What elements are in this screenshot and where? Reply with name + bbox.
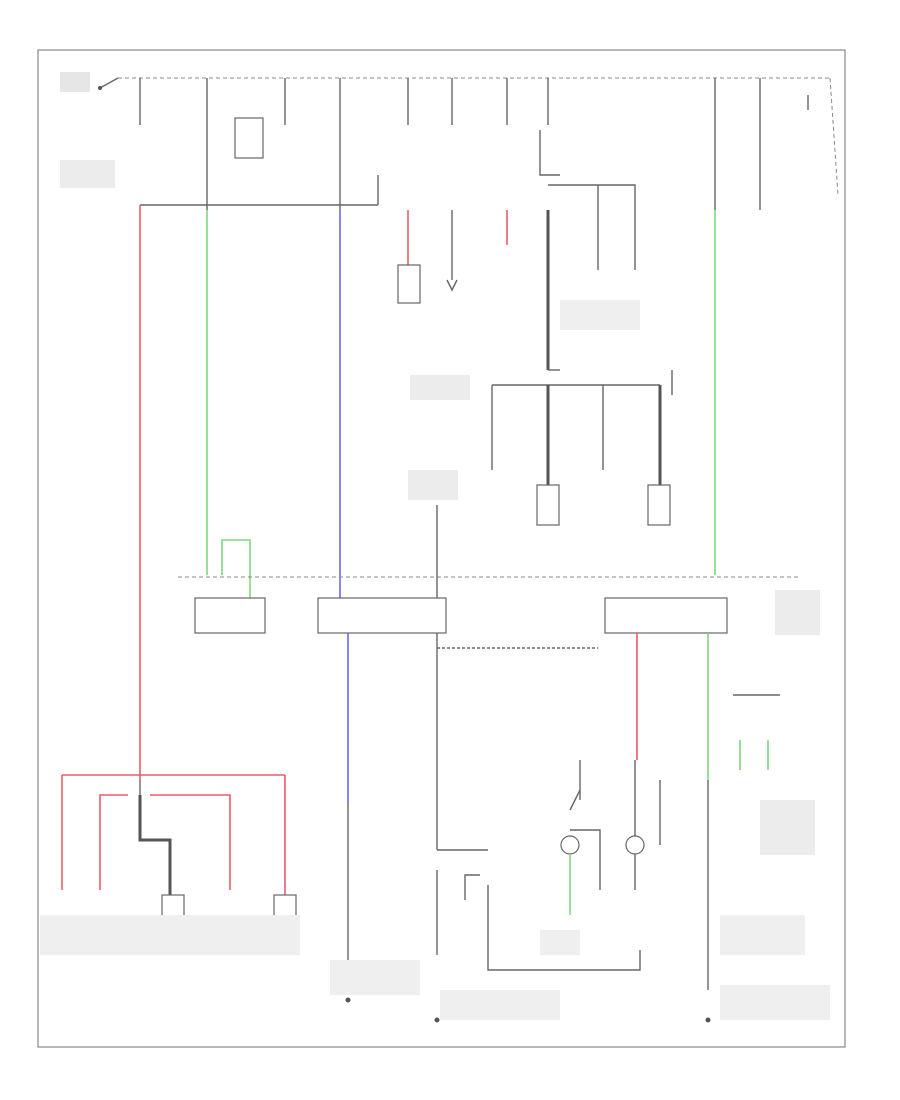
switch-and-lamps bbox=[464, 760, 645, 971]
fuse-drops bbox=[139, 78, 809, 210]
upper-branches bbox=[397, 210, 508, 304]
right-relay bbox=[604, 597, 728, 634]
ground-symbols bbox=[345, 997, 711, 1023]
tail-relay bbox=[194, 597, 266, 634]
black-harness bbox=[546, 184, 636, 371]
red-branches bbox=[61, 774, 286, 895]
fuse-box-relay-box bbox=[234, 117, 264, 159]
bulb-junction bbox=[491, 370, 673, 526]
fuse-box-relay-contact bbox=[539, 130, 560, 176]
illegible-labels bbox=[40, 72, 830, 1020]
power-bus bbox=[98, 77, 839, 196]
diagram-frame bbox=[37, 49, 846, 1048]
center-relay bbox=[317, 597, 447, 634]
lower-right-wires bbox=[636, 633, 780, 990]
lower-center-wires bbox=[347, 633, 598, 990]
green-wire-left bbox=[206, 210, 251, 598]
